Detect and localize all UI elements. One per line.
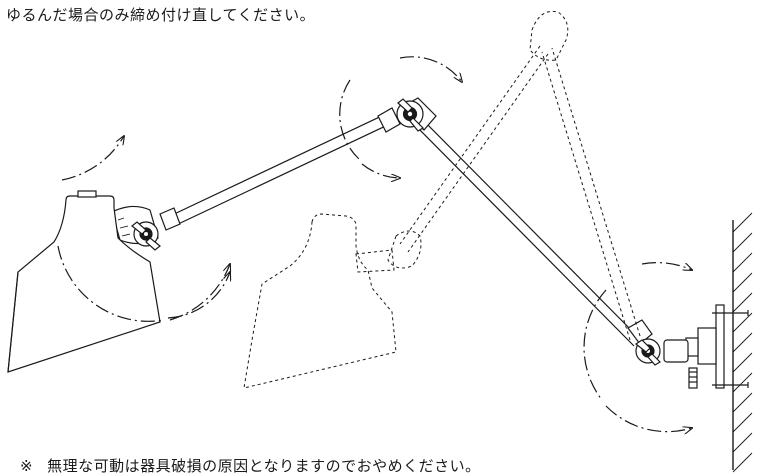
lamp-shade (7, 190, 161, 373)
shade-wing-nut-icon (131, 221, 161, 251)
wall-joint (634, 338, 689, 366)
elbow-joint (396, 98, 424, 132)
elbow-wing-nut-icon (397, 98, 424, 132)
top-instruction-text: ゆるんだ場合のみ締め付け直してください。 (6, 6, 316, 24)
rotation-indicator-elbow (339, 56, 462, 178)
rotation-indicator-shade-lower (167, 272, 230, 319)
upper-arm (159, 107, 401, 231)
wall-hatching (732, 212, 753, 473)
shade-joint (111, 205, 161, 251)
bottom-warning-text: ※ 無理な可動は器具破損の原因となりますのでおやめください。 (20, 455, 481, 476)
rotation-indicator-wall (583, 262, 692, 432)
note-mark: ※ (20, 457, 34, 475)
lower-arm (398, 97, 653, 347)
ghost-lamp (243, 10, 641, 389)
wall (732, 212, 753, 473)
warning-message: 無理な可動は器具破損の原因となりますのでおやめください。 (47, 457, 481, 475)
wall-bracket (685, 304, 749, 389)
wall-wing-nut-icon (634, 339, 661, 366)
